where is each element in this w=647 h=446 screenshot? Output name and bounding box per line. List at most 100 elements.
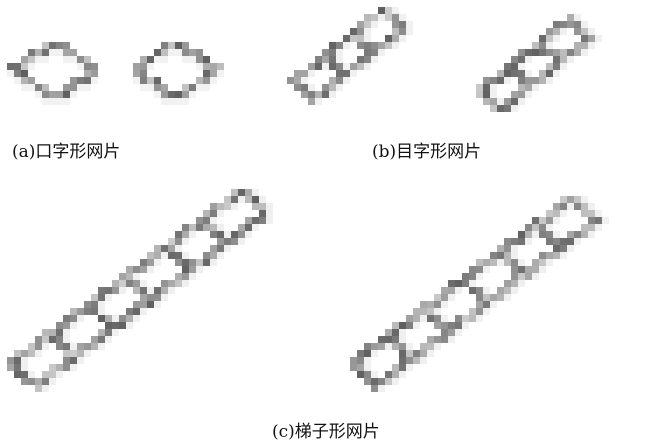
mesh-pixel [441,287,448,294]
mesh-pixel [364,49,371,56]
mesh-pixel [63,91,70,98]
mesh-pixel-halo [581,49,588,56]
mesh-pixel [420,308,427,315]
mesh-pixel-halo [560,28,567,35]
mesh-pixel [259,217,266,224]
mesh-pixel [518,273,525,280]
mesh-pixel [154,49,161,56]
mesh-pixel-halo [364,35,371,42]
mesh-pixel [28,49,35,56]
mesh-pixel-halo [252,189,259,196]
mesh-pixel-halo [168,49,175,56]
caption-a: (a)口字形网片 [12,142,121,162]
mesh-pixel [504,252,511,259]
mesh-pixel [511,259,518,266]
mesh-pixel [504,238,511,245]
mesh-pixel [371,42,378,49]
mesh-pixel-halo [420,357,427,364]
mesh-pixel [196,56,203,63]
mesh-pixel [42,371,49,378]
mesh-pixel-halo [567,203,574,210]
mesh-pixel [406,350,413,357]
mesh-pixel [357,28,364,35]
mesh-pixel [161,245,168,252]
mesh-pixel [546,238,553,245]
mesh-pixel [140,70,147,77]
mesh-pixel [357,364,364,371]
mesh-pixel [231,189,238,196]
mesh-pixel [420,350,427,357]
mesh-pixel-halo [525,56,532,63]
mesh-pixel [434,322,441,329]
mesh-pixel [329,42,336,49]
mesh-pixel [525,224,532,231]
mesh-pixel [588,210,595,217]
mesh-pixel [392,322,399,329]
mesh-pixel-halo [266,210,273,217]
mesh-pixel [308,91,315,98]
mesh-pixel [133,287,140,294]
mesh-pixel [392,336,399,343]
mesh-pixel [224,203,231,210]
mesh-pixel-halo [308,84,315,91]
mesh-pixel [462,280,469,287]
mesh-pixel [532,217,539,224]
mesh-pixel-halo [42,98,49,105]
mesh-pixel [203,217,210,224]
mesh-pixel [539,70,546,77]
mesh-pixel-halo [490,301,497,308]
mesh-pixel [245,196,252,203]
mesh-pixel [448,322,455,329]
mesh-pixel [56,364,63,371]
mesh-pixel [553,203,560,210]
mesh-pixel [448,280,455,287]
mesh-pixel [189,84,196,91]
mesh-pixel-halo [476,273,483,280]
mesh-pixel [392,28,399,35]
mesh-pixel [238,189,245,196]
mesh-pixel [497,105,504,112]
mesh-pixel [574,49,581,56]
mesh-pixel [553,21,560,28]
mesh-pixel-halo [518,63,525,70]
mesh-pixel [378,7,385,14]
mesh-pixel [133,301,140,308]
mesh-pixel [294,70,301,77]
mesh-pixel [476,266,483,273]
mesh-pixel [210,210,217,217]
mesh-pixel [476,301,483,308]
mesh-pixel [532,49,539,56]
mesh-pixel [441,329,448,336]
mesh-pixel [203,252,210,259]
mesh-pixel [203,63,210,70]
mesh-pixel [210,224,217,231]
mesh-pixel-halo [336,49,343,56]
mesh-pixel [329,77,336,84]
mesh-pixel [126,273,133,280]
mesh-pixel-halo [553,70,560,77]
mesh-pixel-halo [588,203,595,210]
mesh-pixel-halo [588,28,595,35]
mesh-pixel [84,301,91,308]
mesh-pixel [448,287,455,294]
mesh-pixel [392,343,399,350]
mesh-pixel [217,63,224,70]
mesh-pixel-halo [266,217,273,224]
mesh-pixel [70,350,77,357]
mesh-pixel-halo [70,364,77,371]
mesh-pixel [385,14,392,21]
mesh-pixel [504,280,511,287]
mesh-pixel [231,231,238,238]
mesh-pixel [413,350,420,357]
mesh-pixel [504,98,511,105]
mesh-pixel [196,259,203,266]
mesh-pixel-halo [217,210,224,217]
mesh-pixel-halo [84,84,91,91]
mesh-pixel-halo [175,245,182,252]
mesh-pixel [210,245,217,252]
mesh-pixel [399,322,406,329]
mesh-pixel-halo [210,217,217,224]
mesh-pixel [553,63,560,70]
mesh-pixel-halo [182,252,189,259]
mesh-pixel [161,84,168,91]
